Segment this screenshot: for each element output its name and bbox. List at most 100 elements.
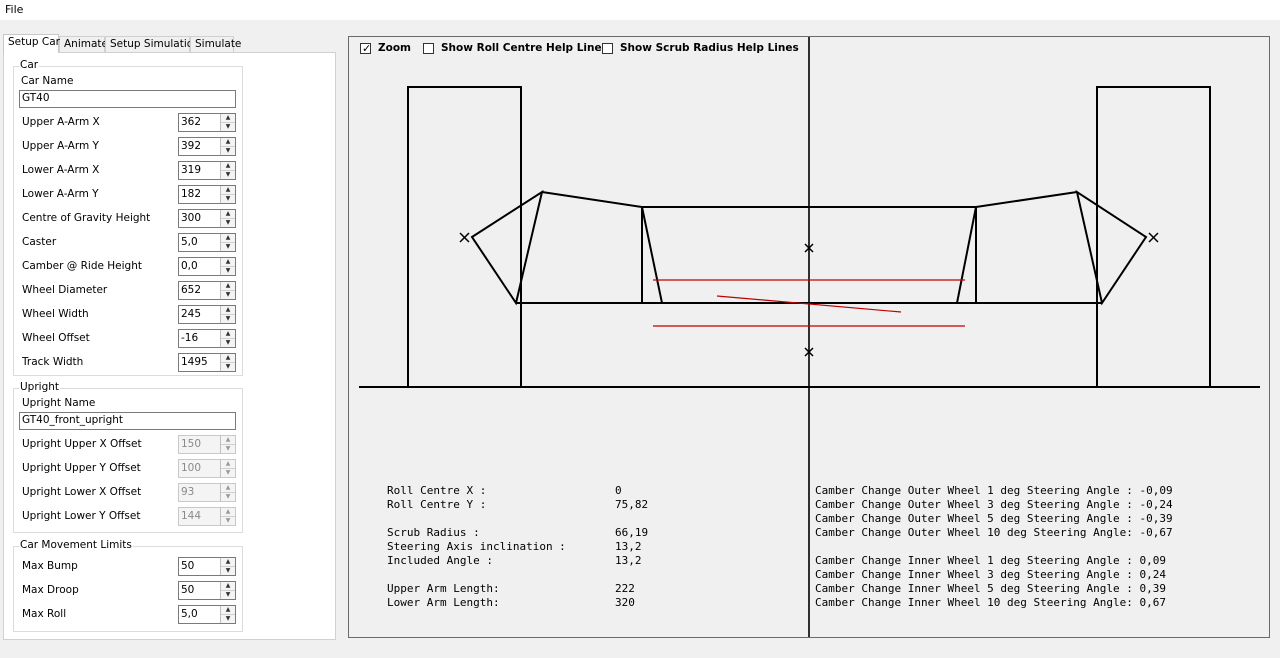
- caster-spinner[interactable]: 5,0 ▲▼: [178, 233, 236, 252]
- max-roll-label: Max Roll: [22, 608, 67, 620]
- scrub-radius-help-label: Show Scrub Radius Help Lines: [620, 42, 799, 54]
- lower-a-arm-x-label: Lower A-Arm X: [22, 164, 100, 176]
- spin-down-icon: ▼: [225, 493, 231, 500]
- wheel-diameter-spinner[interactable]: 652▲▼: [178, 281, 236, 300]
- max-roll-spinner[interactable]: 5,0▲▼: [178, 605, 236, 624]
- left-instant-centre-marker: [459, 232, 470, 243]
- upper-a-arm-y-spinner[interactable]: 392 ▲▼: [178, 137, 236, 156]
- spin-up-icon[interactable]: ▲: [221, 558, 235, 567]
- left-upright: [470, 189, 544, 306]
- cog-height-label: Centre of Gravity Height: [22, 212, 151, 224]
- roll-centre-help-checkbox[interactable]: Show Roll Centre Help Lines: [423, 42, 608, 57]
- wheel-width-spinner[interactable]: 245▲▼: [178, 305, 236, 324]
- upright-lower-y-spinner: 144▲▼: [178, 507, 236, 526]
- right-upper-arm: [975, 191, 1078, 208]
- spinner-buttons: ▲▼: [220, 436, 235, 453]
- spin-down-icon[interactable]: ▼: [225, 615, 231, 622]
- lower-a-arm-x-value: 319: [181, 164, 202, 176]
- right-instant-centre-marker: [1148, 232, 1159, 243]
- spin-down-icon[interactable]: ▼: [225, 195, 231, 202]
- roll-centre-y-label: Roll Centre Y :: [387, 498, 487, 511]
- tab-animate[interactable]: Animate: [59, 36, 108, 52]
- spin-down-icon[interactable]: ▼: [225, 291, 231, 298]
- caster-value: 5,0: [181, 236, 198, 248]
- camber-spinner[interactable]: 0,0 ▲▼: [178, 257, 236, 276]
- upright-upper-y-label: Upright Upper Y Offset: [22, 462, 141, 474]
- spin-up-icon[interactable]: ▲: [221, 114, 235, 123]
- caster-label: Caster: [22, 236, 57, 248]
- spin-down-icon[interactable]: ▼: [225, 567, 231, 574]
- suspension-canvas[interactable]: ✓ Zoom Show Roll Centre Help Lines Show …: [348, 36, 1270, 638]
- spinner-buttons: ▲▼: [220, 330, 235, 347]
- spin-up-icon[interactable]: ▲: [221, 330, 235, 339]
- max-droop-spinner[interactable]: 50▲▼: [178, 581, 236, 600]
- tab-setup-car[interactable]: Setup Car: [3, 34, 60, 53]
- left-upper-arm: [541, 191, 643, 208]
- markers: [459, 232, 1159, 357]
- upper-a-arm-y-value: 392: [181, 140, 202, 152]
- lower-a-arm-y-label: Lower A-Arm Y: [22, 188, 99, 200]
- track-width-spinner[interactable]: 1495 ▲▼: [178, 353, 236, 372]
- spin-up-icon[interactable]: ▲: [221, 282, 235, 291]
- spin-up-icon[interactable]: ▲: [221, 162, 235, 171]
- spin-down-icon[interactable]: ▼: [225, 171, 231, 178]
- cog-height-spinner[interactable]: 300 ▲▼: [178, 209, 236, 228]
- spin-up-icon[interactable]: ▲: [221, 258, 235, 267]
- spin-down-icon[interactable]: ▼: [225, 363, 231, 370]
- lower-a-arm-x-spinner[interactable]: 319 ▲▼: [178, 161, 236, 180]
- wheel-width-label: Wheel Width: [22, 308, 89, 320]
- chassis: [641, 206, 977, 304]
- upright-upper-x-spinner: 150▲▼: [178, 435, 236, 454]
- spin-up-icon[interactable]: ▲: [221, 306, 235, 315]
- suspension-drawing: [359, 37, 1260, 637]
- spin-down-icon[interactable]: ▼: [225, 147, 231, 154]
- max-droop-label: Max Droop: [22, 584, 79, 596]
- scrub-radius-help-checkbox[interactable]: Show Scrub Radius Help Lines: [602, 42, 799, 57]
- spin-down-icon[interactable]: ▼: [225, 339, 231, 346]
- spin-down-icon: ▼: [225, 469, 231, 476]
- upper-a-arm-x-spinner[interactable]: 362▲▼: [178, 113, 236, 132]
- roll-centre-y-value: 75,82: [615, 498, 649, 511]
- zoom-checkbox-box[interactable]: ✓: [360, 42, 371, 55]
- cog-height-value: 300: [181, 212, 202, 224]
- spin-up-icon[interactable]: ▲: [221, 210, 235, 219]
- scrub-radius-checkbox-box[interactable]: [602, 43, 613, 54]
- menu-file[interactable]: File: [5, 3, 24, 16]
- upper-arm-length-label: Upper Arm Length:: [387, 582, 500, 595]
- lower-arm-length-label: Lower Arm Length:: [387, 596, 500, 609]
- spin-up-icon[interactable]: ▲: [221, 138, 235, 147]
- spin-down-icon[interactable]: ▼: [225, 123, 231, 130]
- left-chassis-mount: [641, 206, 663, 304]
- upright-lower-x-value: 93: [181, 486, 195, 498]
- spin-down-icon[interactable]: ▼: [225, 267, 231, 274]
- steering-axis-value: 13,2: [615, 540, 642, 553]
- track-width-value: 1495: [181, 356, 208, 368]
- tab-setup-simulation[interactable]: Setup Simulation: [105, 36, 200, 52]
- spin-down-icon[interactable]: ▼: [225, 219, 231, 226]
- spin-down-icon[interactable]: ▼: [225, 591, 231, 598]
- spin-up-icon[interactable]: ▲: [221, 354, 235, 363]
- spin-down-icon[interactable]: ▼: [225, 243, 231, 250]
- car-name-input[interactable]: GT40: [19, 90, 236, 108]
- wheel-offset-spinner[interactable]: -16▲▼: [178, 329, 236, 348]
- lower-a-arm-y-spinner[interactable]: 182▲▼: [178, 185, 236, 204]
- spin-down-icon[interactable]: ▼: [225, 315, 231, 322]
- camber-inner-1deg: Camber Change Inner Wheel 1 deg Steering…: [815, 554, 1166, 567]
- tab-simulate[interactable]: Simulate: [190, 36, 241, 52]
- camber-outer-5deg: Camber Change Outer Wheel 5 deg Steering…: [815, 512, 1173, 525]
- spin-up-icon[interactable]: ▲: [221, 606, 235, 615]
- camber-inner-10deg: Camber Change Inner Wheel 10 deg Steerin…: [815, 596, 1166, 609]
- zoom-checkbox[interactable]: ✓ Zoom: [360, 42, 420, 57]
- steering-axis-label: Steering Axis inclination :: [387, 540, 566, 553]
- spinner-buttons: ▲▼: [220, 484, 235, 501]
- spin-up-icon[interactable]: ▲: [221, 234, 235, 243]
- spin-up-icon[interactable]: ▲: [221, 582, 235, 591]
- roll-centre-checkbox-box[interactable]: [423, 43, 434, 54]
- upright-upper-y-spinner: 100▲▼: [178, 459, 236, 478]
- roll-centre-x-value: 0: [615, 484, 622, 497]
- upright-lower-y-label: Upright Lower Y Offset: [22, 510, 141, 522]
- spin-up-icon[interactable]: ▲: [221, 186, 235, 195]
- camber-value: 0,0: [181, 260, 198, 272]
- upright-name-input[interactable]: GT40_front_upright: [19, 412, 236, 430]
- max-bump-spinner[interactable]: 50▲▼: [178, 557, 236, 576]
